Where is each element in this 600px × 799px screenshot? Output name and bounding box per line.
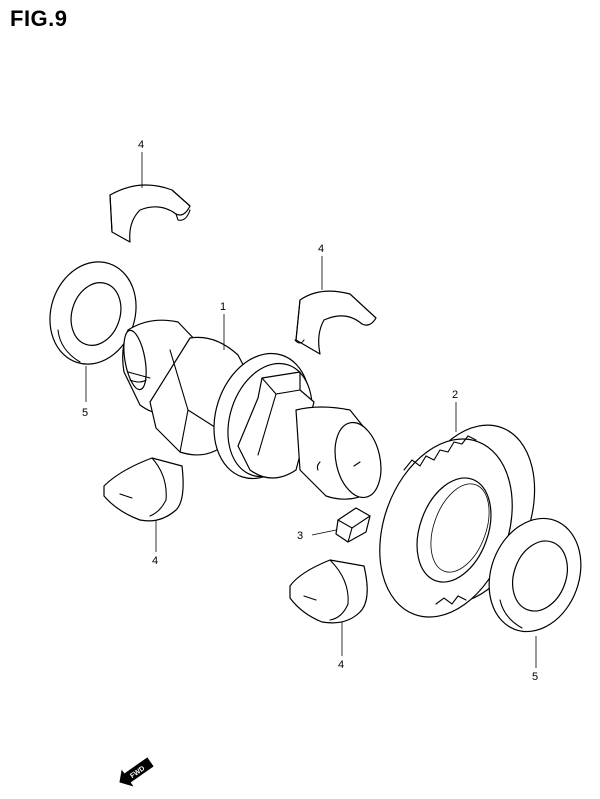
- callout-4-upper-right: 4: [318, 243, 324, 255]
- woodruff-key: [335, 507, 371, 543]
- callout-5-right: 5: [532, 671, 538, 683]
- thrust-washer-right: [488, 517, 582, 633]
- callout-5-left: 5: [82, 407, 88, 419]
- bearing-shell-top: [109, 184, 191, 243]
- callout-3: 3: [297, 530, 303, 542]
- callout-4-top: 4: [138, 139, 144, 151]
- callout-1: 1: [220, 301, 226, 313]
- leader-lines: [85, 152, 537, 668]
- callout-4-lower-left: 4: [152, 555, 158, 567]
- figure-title: FIG.9: [10, 6, 68, 31]
- crank-gear: [379, 424, 536, 618]
- fwd-direction-badge: FWD: [119, 757, 154, 787]
- fwd-label: FWD: [129, 765, 146, 780]
- bearing-shell-upper-right: [294, 290, 377, 355]
- callout-4-lower-middle: 4: [338, 659, 344, 671]
- fwd-arrow-icon: [119, 757, 154, 787]
- callout-2: 2: [452, 389, 458, 401]
- thrust-washer-left: [49, 261, 137, 365]
- leader-3: [311, 529, 337, 536]
- bearing-shell-lower-middle: [289, 559, 368, 624]
- bearing-shell-lower-left: [103, 457, 184, 522]
- crankshaft: [122, 319, 382, 500]
